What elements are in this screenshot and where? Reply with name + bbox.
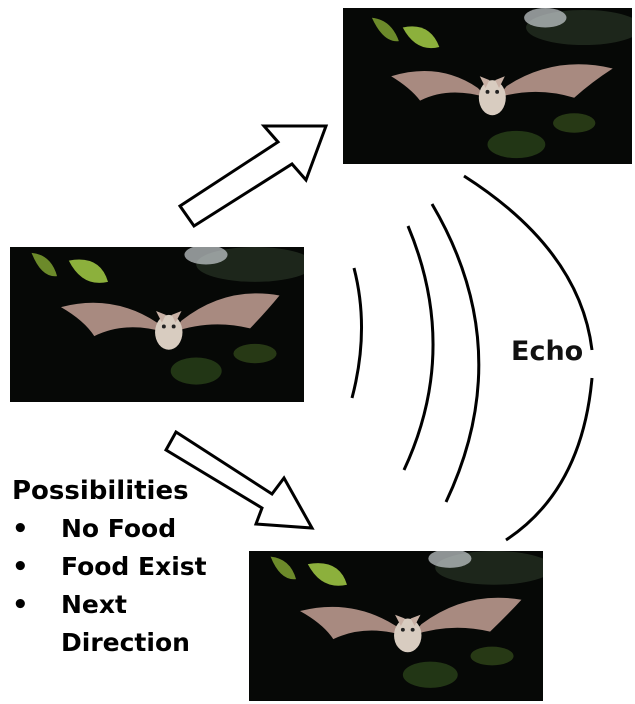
possibilities-list: Possibilities •No Food •Food Exist •Next… [12, 474, 231, 662]
possibility-item: •Food Exist [12, 548, 231, 586]
possibilities-title: Possibilities [12, 474, 231, 508]
bat-photo-bottom [249, 551, 543, 701]
bat-photo-middle [10, 247, 304, 402]
echo-arc-3 [432, 204, 479, 502]
bullet-icon: • [12, 510, 29, 548]
echo-arc-1 [352, 268, 362, 398]
possibility-item: •No Food [12, 510, 231, 548]
echo-label: Echo [511, 336, 583, 367]
bat-photo-top [343, 8, 632, 164]
bullet-icon: • [12, 548, 29, 586]
echo-arc-4 [464, 176, 592, 350]
echo-arc-4b [506, 378, 592, 540]
possibility-item: •Next Direction [12, 586, 231, 662]
echo-arc-2 [404, 226, 433, 470]
bullet-icon: • [12, 586, 29, 624]
